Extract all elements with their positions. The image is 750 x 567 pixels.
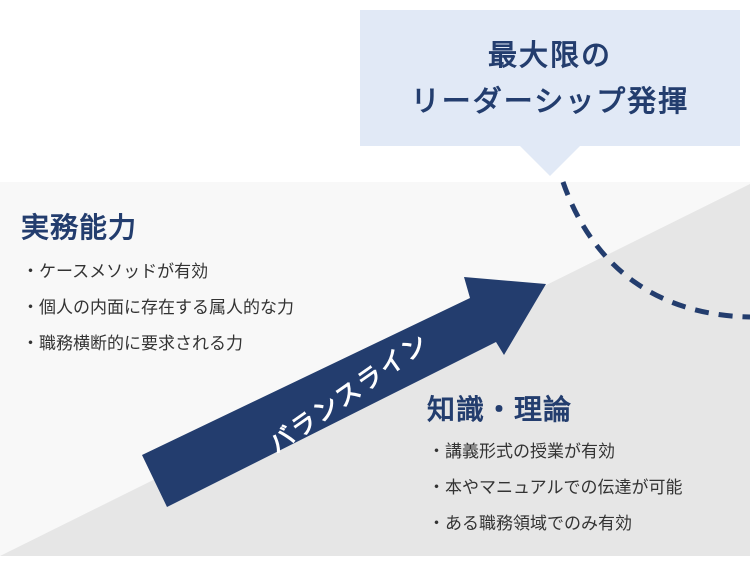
callout-line-1: 最大限の (487, 38, 612, 72)
knowledge-list: 講義形式の授業が有効 本やマニュアルでの伝達が可能 ある職務領域でのみ有効 (428, 434, 683, 542)
list-item: 職務横断的に要求される力 (22, 326, 294, 362)
practical-title: 実務能力 (21, 211, 138, 244)
practical-list: ケースメソッドが有効 個人の内面に存在する属人的な力 職務横断的に要求される力 (22, 254, 294, 362)
callout-title: 最大限の リーダーシップ発揮 (360, 10, 740, 146)
balance-arrow (142, 277, 546, 507)
callout-pointer (520, 146, 580, 176)
dashed-curve (560, 181, 750, 320)
list-item: 個人の内面に存在する属人的な力 (22, 290, 294, 326)
list-item: 本やマニュアルでの伝達が可能 (428, 470, 683, 506)
callout-line-2: リーダーシップ発揮 (410, 84, 690, 118)
list-item: ある職務領域でのみ有効 (428, 506, 683, 542)
list-item: ケースメソッドが有効 (22, 254, 294, 290)
knowledge-title: 知識・理論 (427, 393, 573, 426)
list-item: 講義形式の授業が有効 (428, 434, 683, 470)
callout-box (360, 10, 740, 146)
